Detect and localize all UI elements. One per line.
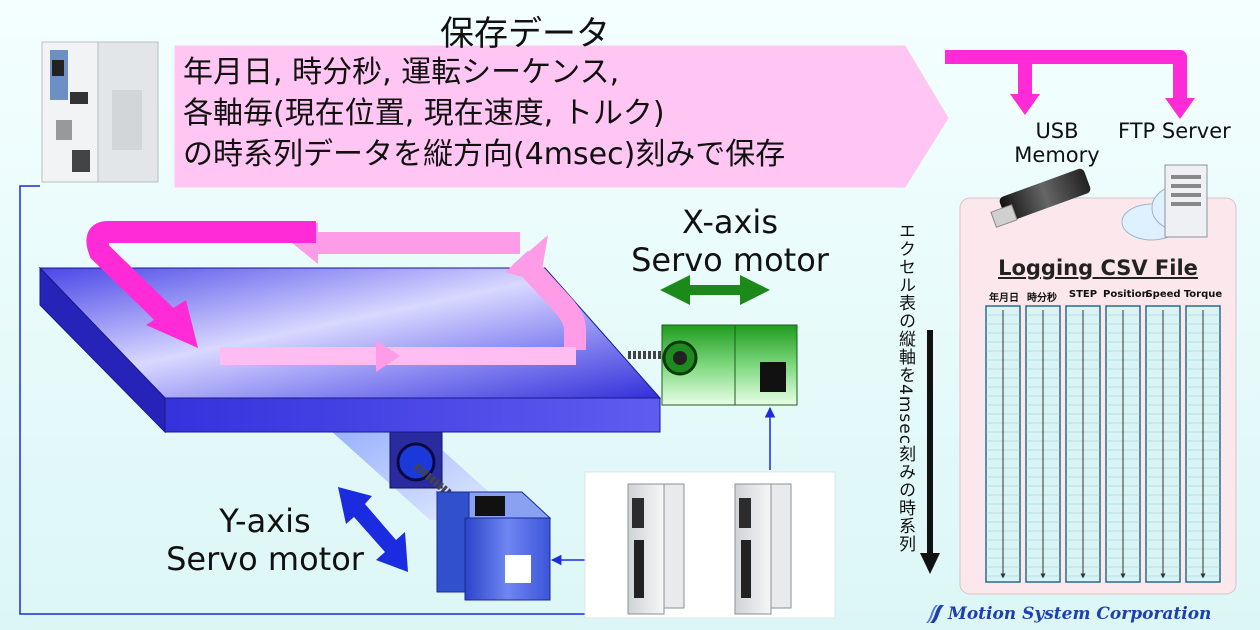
save-data-title: 保存データ [440, 14, 610, 54]
servo-drive-2 [734, 483, 792, 615]
csv-column-header: 時分秒 [1027, 293, 1057, 304]
ftp-server-label: FTP Server [1118, 119, 1231, 143]
x-axis-double-arrow [660, 275, 770, 305]
time-axis-note: エクセル表の縦軸を4msec刻みの時系列 [895, 222, 915, 554]
x-axis-motor [661, 324, 798, 406]
y-axis-double-arrow [338, 487, 408, 572]
usb-label-line-1: USB [1035, 119, 1079, 143]
banner-line-2: 各軸毎(現在位置, 現在速度, トルク) [183, 96, 665, 131]
ftp-arrow-head [1165, 98, 1195, 119]
banner-line-1: 年月日, 時分秒, 運転シーケンス, [183, 55, 620, 90]
csv-column [1145, 305, 1181, 583]
company-logo-icon [926, 605, 944, 623]
csv-column [1065, 305, 1101, 583]
servo-drive-1 [627, 483, 685, 615]
csv-columns [985, 305, 1221, 583]
csv-column [1105, 305, 1141, 583]
time-axis-head [920, 553, 940, 574]
usb-arrow-head [1010, 94, 1040, 115]
table-side [39, 266, 166, 434]
csv-file-title: Logging CSV File [998, 256, 1198, 280]
motion-controller [41, 41, 159, 183]
usb-label-line-2: Memory [1014, 143, 1100, 167]
y-axis-label-line-1: Y-axis [219, 502, 311, 540]
x-axis-label-line-2: Servo motor [631, 241, 829, 279]
x-axis-label: X-axis Servo motor [620, 203, 840, 279]
csv-column-header: Torque [1183, 289, 1223, 300]
motion-path [86, 221, 586, 372]
csv-column [1185, 305, 1221, 583]
csv-column-header: Position [1103, 289, 1149, 300]
y-axis-label-line-2: Servo motor [166, 540, 364, 578]
csv-column-header: Speed [1145, 289, 1181, 300]
ftp-server-icon [1121, 164, 1208, 241]
company-name: Motion System Corporation [948, 604, 1212, 624]
usb-memory-icon [990, 168, 1091, 228]
usb-memory-label: USB Memory [1002, 119, 1112, 167]
banner-text: 年月日, 時分秒, 運転シーケンス, 各軸毎(現在位置, 現在速度, トルク) … [183, 52, 785, 175]
servo-drives-panel [584, 471, 836, 619]
y-axis-motor [435, 491, 552, 601]
csv-column [985, 305, 1021, 583]
banner-line-3: の時系列データを縦方向(4msec)刻みで保存 [183, 137, 786, 172]
csv-column-header: STEP [1068, 289, 1098, 300]
csv-column [1025, 305, 1061, 583]
save-data-banner [174, 45, 949, 188]
table-front [164, 397, 661, 433]
csv-column-header: 年月日 [989, 293, 1019, 304]
split-arrows [945, 50, 1187, 100]
y-axis-label: Y-axis Servo motor [155, 502, 375, 578]
x-axis-label-line-1: X-axis [682, 203, 778, 241]
